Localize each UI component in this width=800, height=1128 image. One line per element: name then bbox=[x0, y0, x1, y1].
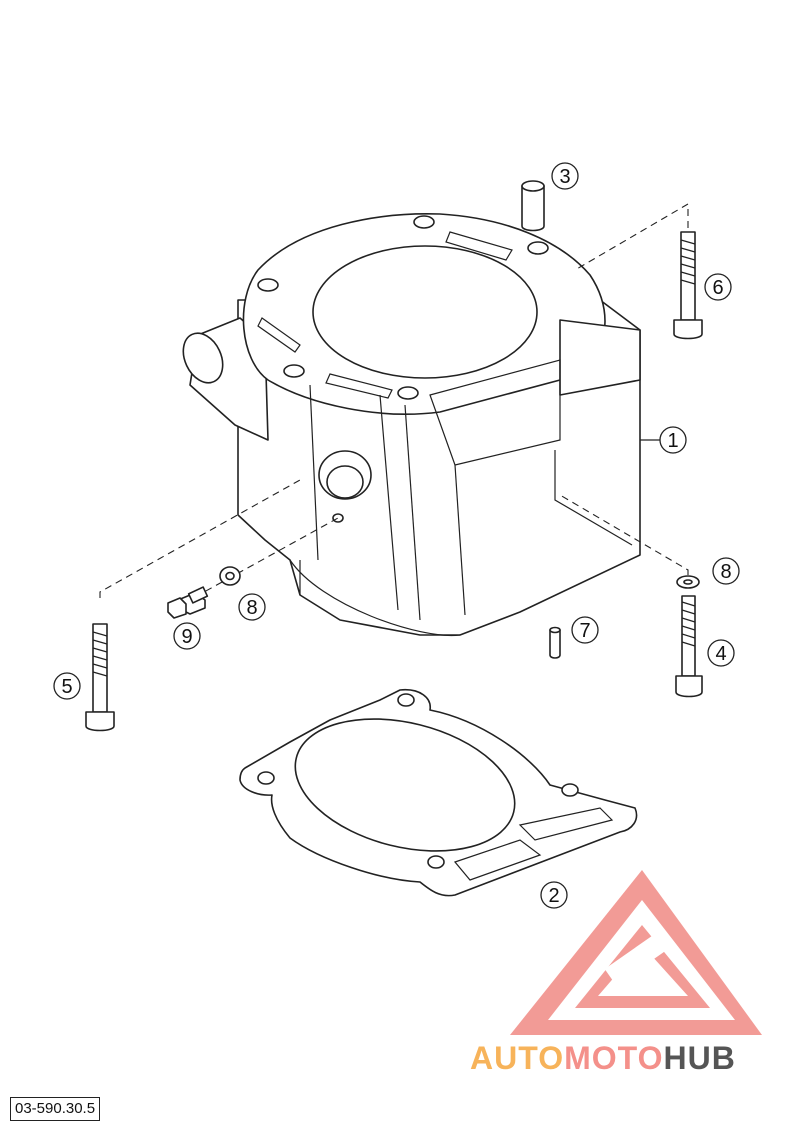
stud-bolt-upper-right bbox=[673, 231, 703, 340]
assembly-guide-lines bbox=[99, 203, 689, 598]
callout-5-label: 5 bbox=[61, 676, 72, 698]
callout-8-left-label: 8 bbox=[246, 597, 257, 619]
callout-2-label: 2 bbox=[548, 885, 559, 907]
callout-3: 3 bbox=[551, 162, 579, 190]
stud-bolt-lower-right bbox=[675, 575, 703, 698]
callout-7: 7 bbox=[571, 616, 599, 644]
diagram-code: 03-590.30.5 bbox=[10, 1097, 101, 1121]
base-gasket bbox=[239, 688, 638, 897]
callout-7-label: 7 bbox=[579, 620, 590, 642]
callout-2: 2 bbox=[540, 881, 568, 909]
callout-9-label: 9 bbox=[181, 626, 192, 648]
callout-8-left: 8 bbox=[238, 593, 266, 621]
callout-5: 5 bbox=[53, 672, 81, 700]
callout-4: 4 bbox=[707, 639, 735, 667]
callout-9: 9 bbox=[173, 622, 201, 650]
banjo-screw bbox=[167, 586, 209, 619]
wordmark-moto: MOTO bbox=[564, 1040, 664, 1076]
callout-6: 6 bbox=[704, 273, 732, 301]
callout-1: 1 bbox=[659, 426, 687, 454]
watermark-logo bbox=[510, 870, 762, 1035]
stud-bolt-left bbox=[85, 623, 115, 732]
callout-1-label: 1 bbox=[667, 430, 678, 452]
callout-3-label: 3 bbox=[559, 166, 570, 188]
dowel-pin-top bbox=[521, 180, 545, 232]
cylinder-block bbox=[182, 213, 641, 637]
wordmark-auto: AUTO bbox=[470, 1040, 565, 1076]
callout-6-label: 6 bbox=[712, 277, 723, 299]
dowel-pin-small bbox=[549, 626, 561, 659]
callout-8-right: 8 bbox=[712, 557, 740, 585]
watermark-wordmark: AUTOMOTOHUB bbox=[470, 1040, 736, 1077]
callout-4-label: 4 bbox=[715, 643, 726, 665]
washer-left bbox=[219, 566, 241, 586]
callout-8-right-label: 8 bbox=[720, 561, 731, 583]
wordmark-hub: HUB bbox=[663, 1040, 736, 1076]
